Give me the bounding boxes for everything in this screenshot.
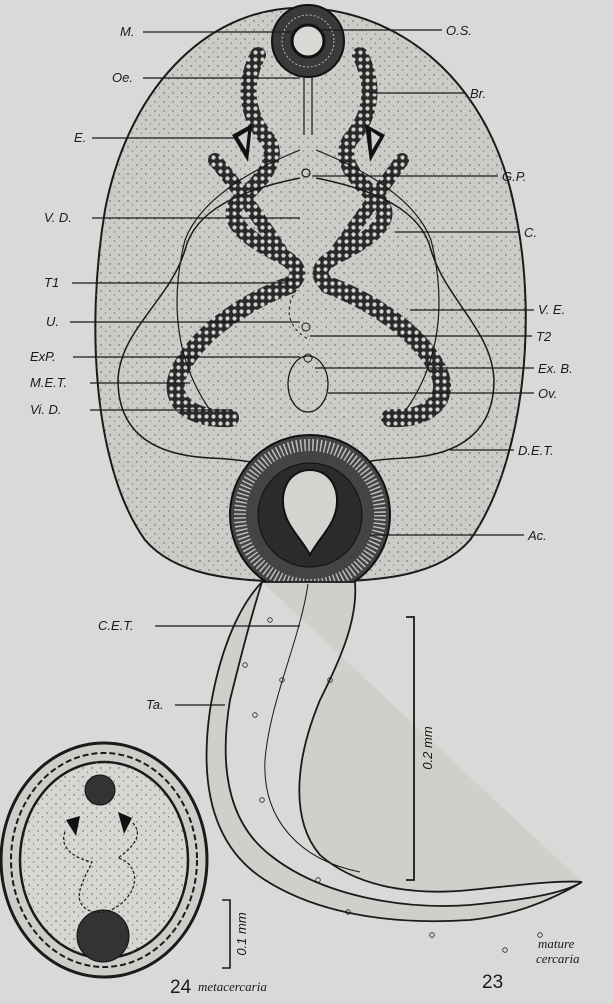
fig23-caption-line2: cercaria xyxy=(536,951,580,966)
oral-sucker-cyst xyxy=(85,775,115,805)
label-uterus: U. xyxy=(46,314,59,329)
label-ve: V. E. xyxy=(538,302,565,317)
label-genital-pore: G.P. xyxy=(502,169,526,184)
scale-bar-small: 0.1 mm xyxy=(222,900,249,968)
label-testis-1: T1 xyxy=(44,275,59,290)
label-oral-sucker: O.S. xyxy=(446,23,472,38)
fig23-caption-line1: mature xyxy=(538,936,575,951)
label-acetabulum: Ac. xyxy=(527,528,547,543)
acetabulum xyxy=(230,435,390,595)
label-mouth: M. xyxy=(120,24,134,39)
metacercaria-figure xyxy=(1,743,207,977)
label-brain: Br. xyxy=(470,86,486,101)
ventral-sucker-cyst xyxy=(77,910,129,962)
fig23-number: 23 xyxy=(482,972,503,993)
scale-bar-large-label: 0.2 mm xyxy=(420,726,435,770)
label-met: M.E.T. xyxy=(30,375,67,390)
label-eye: E. xyxy=(74,130,86,145)
label-testis-2: T2 xyxy=(536,329,552,344)
label-cet: C.E.T. xyxy=(98,618,134,633)
label-tail: Ta. xyxy=(146,697,164,712)
label-vitelline-duct: Vi. D. xyxy=(30,402,62,417)
label-excretory-bladder: Ex. B. xyxy=(538,361,573,376)
tail xyxy=(207,582,582,921)
scale-bar-small-label: 0.1 mm xyxy=(234,912,249,956)
fig24-number: 24 xyxy=(170,977,192,998)
label-det: D.E.T. xyxy=(518,443,554,458)
label-ovary: Ov. xyxy=(538,386,557,401)
label-excretory-pore: ExP. xyxy=(30,349,56,364)
label-oesophagus: Oe. xyxy=(112,70,133,85)
label-vas-deferens: V. D. xyxy=(44,210,72,225)
fig24-caption: metacercaria xyxy=(198,979,267,994)
captions: 24 metacercaria 23 mature cercaria xyxy=(170,936,580,998)
label-caecum: C. xyxy=(524,225,537,240)
